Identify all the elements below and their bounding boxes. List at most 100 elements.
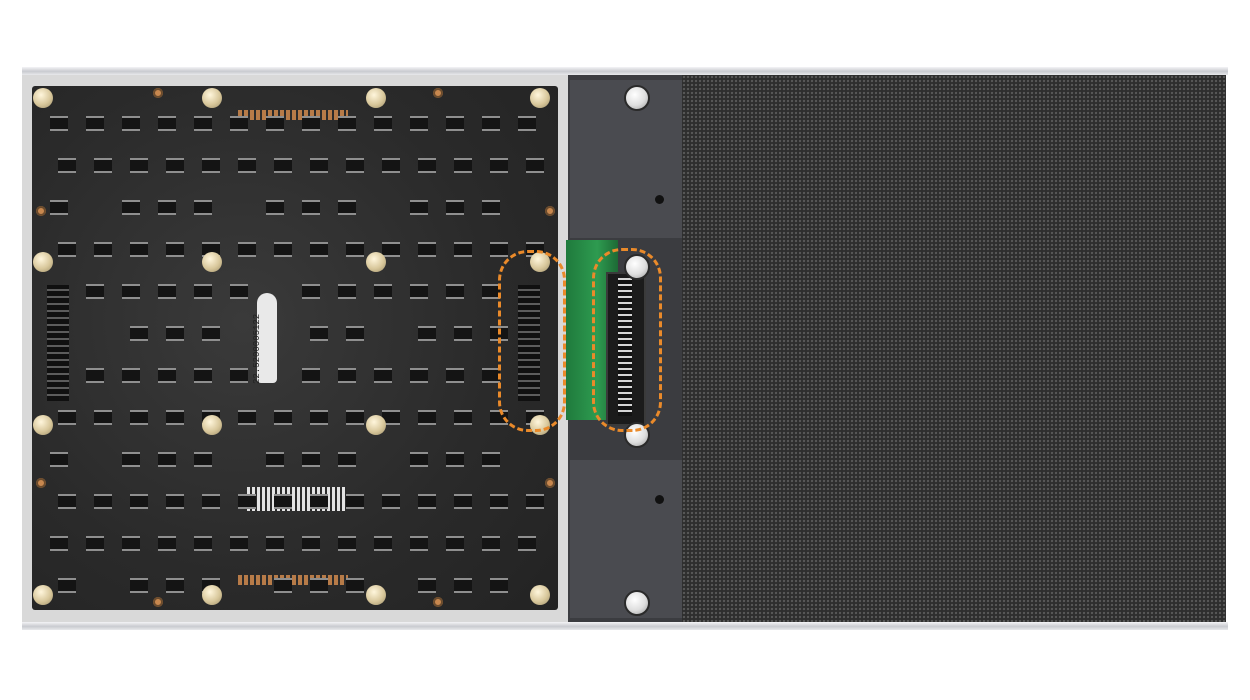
driver-chip xyxy=(194,536,212,551)
driver-chip xyxy=(310,326,328,341)
driver-chip xyxy=(310,494,328,509)
standoff-icon xyxy=(202,88,222,108)
driver-chip xyxy=(58,242,76,257)
driver-chip xyxy=(446,200,464,215)
driver-chip xyxy=(482,536,500,551)
led-face-surface xyxy=(682,75,1226,622)
driver-chip xyxy=(158,284,176,299)
driver-chip xyxy=(50,200,68,215)
driver-chip xyxy=(454,242,472,257)
standoff-icon xyxy=(33,88,53,108)
driver-chip xyxy=(266,536,284,551)
driver-chip xyxy=(86,536,104,551)
driver-chip xyxy=(490,578,508,593)
driver-chip xyxy=(274,158,292,173)
driver-chip xyxy=(518,116,536,131)
driver-chip xyxy=(94,158,112,173)
copper-pad xyxy=(36,478,46,488)
standoff-icon xyxy=(366,252,386,272)
driver-chip xyxy=(410,116,428,131)
driver-chip xyxy=(130,578,148,593)
driver-chip xyxy=(310,578,328,593)
driver-chip xyxy=(382,410,400,425)
driver-chip xyxy=(202,494,220,509)
driver-chip xyxy=(274,410,292,425)
driver-chip xyxy=(194,284,212,299)
driver-chip xyxy=(266,452,284,467)
driver-chip xyxy=(338,368,356,383)
standoff-icon xyxy=(202,252,222,272)
driver-chip xyxy=(418,326,436,341)
driver-chip xyxy=(346,494,364,509)
driver-chip xyxy=(374,536,392,551)
driver-chip xyxy=(338,284,356,299)
driver-chip xyxy=(202,326,220,341)
driver-chip xyxy=(346,326,364,341)
driver-chip xyxy=(158,368,176,383)
driver-chip xyxy=(346,410,364,425)
driver-chip xyxy=(482,368,500,383)
driver-chip xyxy=(382,494,400,509)
driver-chip xyxy=(122,536,140,551)
driver-chip xyxy=(338,200,356,215)
standoff-icon xyxy=(366,585,386,605)
driver-chip xyxy=(94,410,112,425)
driver-chip xyxy=(58,158,76,173)
driver-chip xyxy=(266,116,284,131)
driver-chip xyxy=(526,158,544,173)
driver-chip xyxy=(158,536,176,551)
driver-chip xyxy=(346,158,364,173)
driver-chip xyxy=(230,284,248,299)
bracket-plate-upper xyxy=(570,150,682,238)
driver-chip xyxy=(302,368,320,383)
driver-chip xyxy=(58,494,76,509)
driver-chip xyxy=(446,536,464,551)
driver-chip xyxy=(526,494,544,509)
driver-chip xyxy=(446,116,464,131)
driver-chip xyxy=(482,200,500,215)
driver-chip xyxy=(130,158,148,173)
driver-chip xyxy=(454,158,472,173)
standoff-icon xyxy=(530,585,550,605)
highlight-bracket-connector xyxy=(592,248,662,432)
driver-chip xyxy=(302,452,320,467)
driver-chip xyxy=(194,116,212,131)
driver-chip xyxy=(50,452,68,467)
driver-chip xyxy=(446,368,464,383)
driver-chip xyxy=(238,158,256,173)
driver-chip xyxy=(310,410,328,425)
driver-chip xyxy=(374,284,392,299)
driver-chip xyxy=(230,116,248,131)
driver-chip xyxy=(86,116,104,131)
driver-chip xyxy=(230,536,248,551)
standoff-icon xyxy=(366,415,386,435)
copper-pad xyxy=(153,88,163,98)
driver-chip xyxy=(302,116,320,131)
driver-chip xyxy=(274,578,292,593)
copper-pad xyxy=(433,597,443,607)
driver-chip xyxy=(518,536,536,551)
driver-chip xyxy=(238,242,256,257)
driver-chip xyxy=(194,452,212,467)
pcb-label-tag xyxy=(257,293,277,383)
driver-chip xyxy=(58,410,76,425)
driver-chip xyxy=(490,158,508,173)
driver-chip xyxy=(130,326,148,341)
driver-chip xyxy=(194,368,212,383)
copper-pad xyxy=(153,597,163,607)
barcode-block xyxy=(247,487,347,511)
driver-chip xyxy=(166,326,184,341)
copper-pad xyxy=(545,206,555,216)
driver-chip xyxy=(302,284,320,299)
bottom-frame-rail xyxy=(22,622,1228,630)
driver-chip xyxy=(158,452,176,467)
driver-chip xyxy=(482,284,500,299)
driver-chip xyxy=(418,410,436,425)
driver-chip xyxy=(338,536,356,551)
driver-chip xyxy=(194,200,212,215)
driver-chip xyxy=(166,158,184,173)
driver-chip xyxy=(50,536,68,551)
driver-chip xyxy=(346,578,364,593)
driver-chip xyxy=(454,410,472,425)
screw-icon xyxy=(624,590,650,616)
